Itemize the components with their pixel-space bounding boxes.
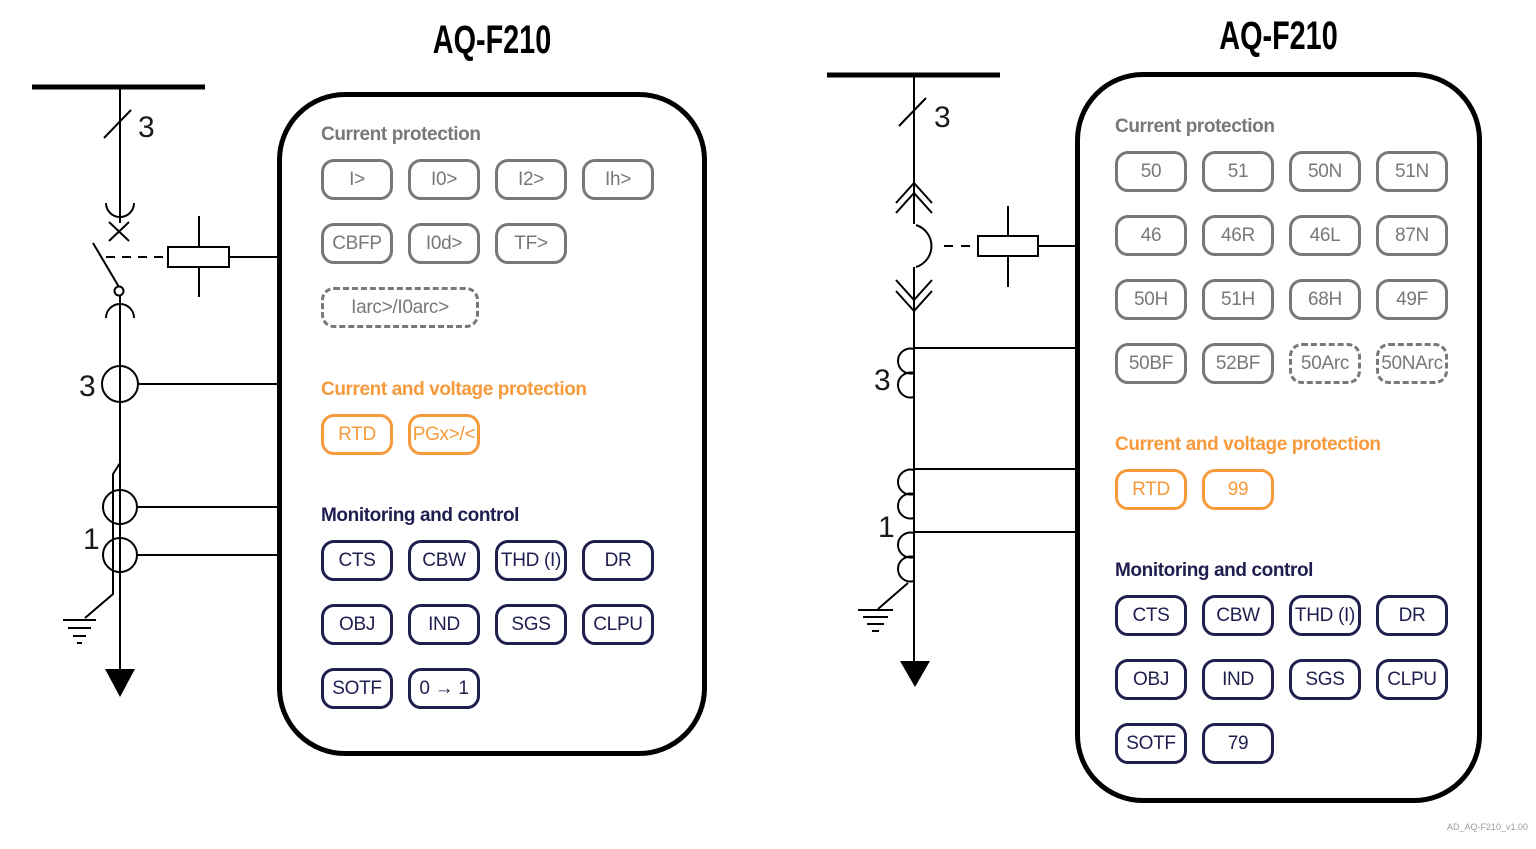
section-heading: Current and voltage protection [1115, 434, 1381, 455]
phase-count-slash [103, 109, 132, 139]
protection-badge: TF> [495, 223, 567, 264]
section-heading: Monitoring and control [1115, 560, 1314, 581]
protection-badge: 52BF [1202, 343, 1274, 384]
protection-badge: 50 [1115, 151, 1187, 192]
section-heading: Current and voltage protection [321, 379, 587, 400]
protection-badge: 87N [1376, 215, 1448, 256]
phase-ct-count-label: 3 [79, 370, 96, 403]
ground-symbol [858, 609, 893, 632]
badge-group: RTD PGx>/< [321, 414, 673, 455]
single-line-diagram-left: 3 3 1 [32, 84, 282, 697]
protection-badge: 51 [1202, 151, 1274, 192]
drawout-contact-top [105, 202, 135, 218]
protection-badge: SGS [495, 604, 567, 645]
phase-count-label: 3 [138, 111, 155, 144]
protection-badge: CLPU [582, 604, 654, 645]
feeder-arrow [105, 669, 135, 697]
protection-badge: THD (I) [1289, 595, 1361, 636]
switch-hinge [113, 285, 125, 297]
protection-badge: 51N [1376, 151, 1448, 192]
protection-badge: 79 [1202, 723, 1274, 764]
protection-badge: I0d> [408, 223, 480, 264]
badge-group: CTS CBW THD (I) DR OBJ IND SGS CLPU SOTF 0 → 1 [321, 540, 673, 709]
section-current-voltage-protection: Current and voltage protection RTD PGx>/< [321, 378, 673, 455]
protection-badge: I> [321, 159, 393, 200]
core-ct-coil-2 [897, 531, 915, 583]
badge-group: CTS CBW THD (I) DR OBJ IND SGS CLPU SOTF 79 [1115, 595, 1467, 764]
right-function-box: Current protection 50 51 50N 51N 46 46R 46L 87N… [1075, 72, 1482, 803]
drawout-chevrons-up [895, 181, 933, 214]
earth-branch [877, 582, 909, 610]
protection-badge: 99 [1202, 469, 1274, 510]
protection-badge: RTD [321, 414, 393, 455]
protection-badge: 68H [1289, 279, 1361, 320]
section-heading: Current protection [1115, 116, 1275, 137]
ground-symbol [63, 619, 96, 644]
section-monitoring-control: Monitoring and control CTS CBW THD (I) DR OB… [1115, 559, 1467, 764]
section-heading: Monitoring and control [321, 505, 520, 526]
protection-badge: CTS [321, 540, 393, 581]
breaker-arc-symbol [915, 224, 933, 268]
phase-ct-coil [897, 347, 915, 399]
protection-badge: 50Arc [1289, 343, 1361, 384]
protection-badge: DR [582, 540, 654, 581]
protection-badge: 50N [1289, 151, 1361, 192]
protection-badge: 51H [1202, 279, 1274, 320]
protection-badge: CBW [408, 540, 480, 581]
badge-group: RTD 99 [1115, 469, 1467, 510]
core-ct-count-label: 1 [878, 511, 895, 544]
protection-badge: PGx>/< [408, 414, 480, 455]
single-line-diagram-right: 3 3 1 [827, 72, 1079, 687]
protection-badge: Iarc>/I0arc> [321, 287, 479, 328]
protection-badge: DR [1376, 595, 1448, 636]
protection-badge: OBJ [1115, 659, 1187, 700]
protection-badge: RTD [1115, 469, 1187, 510]
protection-badge: 50NArc [1376, 343, 1448, 384]
section-heading: Current protection [321, 124, 481, 145]
device-title-left: AQ-F210 [432, 18, 552, 62]
phase-count-slash [898, 97, 927, 127]
protection-badge: Ih> [582, 159, 654, 200]
protection-badge: 49F [1376, 279, 1448, 320]
protection-badge: CTS [1115, 595, 1187, 636]
breaker-contact-x [108, 221, 130, 242]
core-ct-coil-1 [897, 468, 915, 520]
protection-badge: 50H [1115, 279, 1187, 320]
protection-badge: SOTF [321, 668, 393, 709]
protection-badge: THD (I) [495, 540, 567, 581]
protection-badge: CBFP [321, 223, 393, 264]
badge-group: 50 51 50N 51N 46 46R 46L 87N 50H 51H 68H 49F 50BF 52B… [1115, 151, 1467, 384]
phase-count-label: 3 [934, 101, 951, 134]
protection-badge: IND [1202, 659, 1274, 700]
protection-badge: I0> [408, 159, 480, 200]
protection-badge: 46 [1115, 215, 1187, 256]
earth-branch [84, 462, 121, 619]
protection-badge: IND [408, 604, 480, 645]
protection-badge: I2> [495, 159, 567, 200]
version-label: AD_AQ-F210_v1.00 [1446, 822, 1528, 832]
section-current-voltage-protection: Current and voltage protection RTD 99 [1115, 433, 1467, 510]
protection-badge: 0 → 1 [408, 668, 480, 709]
protection-badge: 46L [1289, 215, 1361, 256]
feeder-arrow [900, 661, 930, 687]
device-title-right: AQ-F210 [1219, 14, 1338, 58]
protection-badge: CBW [1202, 595, 1274, 636]
phase-ct-count-label: 3 [874, 364, 891, 397]
relay-box-symbol [167, 246, 230, 268]
protection-badge: OBJ [321, 604, 393, 645]
core-ct-count-label: 1 [83, 523, 100, 556]
section-current-protection: Current protection I> I0> I2> Ih> CBFP I0d> TF… [321, 123, 673, 328]
protection-badge: 50BF [1115, 343, 1187, 384]
protection-badge: 46R [1202, 215, 1274, 256]
section-current-protection: Current protection 50 51 50N 51N 46 46R 46L 87N… [1115, 115, 1467, 384]
left-function-box: Current protection I> I0> I2> Ih> CBFP I0d> TF… [277, 92, 707, 756]
switch-blade [92, 242, 120, 288]
section-monitoring-control: Monitoring and control CTS CBW THD (I) DR OB… [321, 504, 673, 709]
badge-group: I> I0> I2> Ih> CBFP I0d> TF> Iarc>/I0arc> [321, 159, 673, 328]
protection-badge: CLPU [1376, 659, 1448, 700]
protection-badge: SGS [1289, 659, 1361, 700]
protection-badge: SOTF [1115, 723, 1187, 764]
relay-box-symbol [977, 235, 1039, 257]
